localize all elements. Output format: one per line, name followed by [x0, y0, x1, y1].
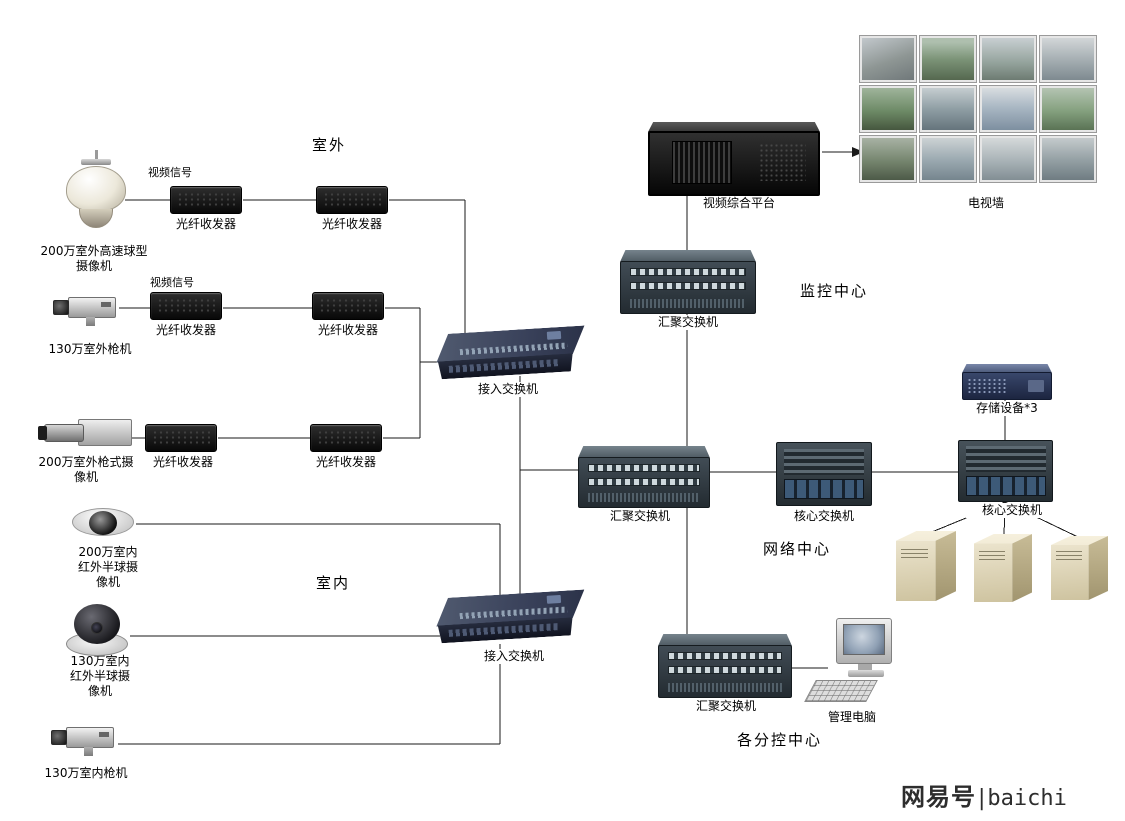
fiber-transceiver-3-icon — [150, 292, 222, 320]
fiber-transceiver-1-icon — [170, 186, 242, 214]
ptz-dome-camera-label: 200万室外高速球型摄像机 — [36, 244, 152, 274]
arrow-to-tv-wall-icon — [852, 147, 864, 157]
tv-monitor — [860, 136, 916, 182]
video-platform-label: 视频综合平台 — [696, 196, 782, 211]
fiber-transceiver-6-label: 光纤收发器 — [298, 455, 394, 470]
tv-monitor — [980, 86, 1036, 132]
core-switch-2-label: 核心交换机 — [966, 503, 1058, 518]
indoor-halfdome-camera-label: 200万室内红外半球摄像机 — [74, 545, 142, 590]
tv-monitor — [980, 36, 1036, 82]
section-title-sub-control-center: 各分控中心 — [737, 731, 823, 749]
fiber-transceiver-1-label: 光纤收发器 — [158, 217, 254, 232]
section-title-indoor: 室内 — [316, 574, 351, 592]
fiber-transceiver-3-label: 光纤收发器 — [138, 323, 234, 338]
tv-monitor — [980, 136, 1036, 182]
aggregation-switch-top-label: 汇聚交换机 — [650, 315, 726, 330]
outdoor-box-camera-label: 130万室外枪机 — [46, 342, 134, 357]
section-title-outdoor: 室外 — [312, 136, 347, 154]
tv-monitor — [920, 136, 976, 182]
video-signal-label-1: 视频信号 — [148, 166, 192, 180]
access-switch-1-icon — [435, 325, 588, 380]
watermark-name: baichi — [987, 786, 1067, 811]
core-switch-2-icon — [958, 440, 1053, 502]
tv-monitor — [860, 36, 916, 82]
outdoor-gun-camera-icon — [38, 414, 132, 458]
access-switch-1-label: 接入交换机 — [462, 382, 554, 397]
tv-monitor — [1040, 136, 1096, 182]
outdoor-gun-camera-label: 200万室外枪式摄像机 — [38, 455, 134, 485]
fiber-transceiver-2-icon — [316, 186, 388, 214]
section-title-network-center: 网络中心 — [763, 540, 832, 558]
video-signal-label-2: 视频信号 — [150, 276, 194, 290]
management-computer-label: 管理电脑 — [816, 710, 888, 725]
watermark-separator: | — [978, 786, 986, 811]
tv-monitor — [860, 86, 916, 132]
tv-wall-label: 电视墙 — [958, 196, 1014, 211]
video-platform-icon — [648, 122, 820, 196]
aggregation-switch-mid-icon — [578, 446, 710, 508]
management-computer-icon — [804, 618, 908, 710]
aggregation-switch-bottom-label: 汇聚交换机 — [688, 699, 764, 714]
access-switch-2-label: 接入交换机 — [468, 649, 560, 664]
indoor-dome-camera-icon — [66, 604, 130, 658]
fiber-transceiver-5-label: 光纤收发器 — [137, 455, 229, 470]
indoor-halfdome-camera-icon — [72, 500, 136, 544]
tv-monitor — [1040, 36, 1096, 82]
watermark: 网易号|baichi — [901, 777, 1067, 812]
indoor-box-camera-icon — [48, 720, 118, 762]
fiber-transceiver-5-icon — [145, 424, 217, 452]
watermark-brand: 网易号 — [901, 783, 976, 811]
tv-wall — [860, 36, 1096, 182]
fiber-transceiver-2-label: 光纤收发器 — [304, 217, 400, 232]
ptz-dome-camera-icon — [62, 150, 130, 244]
fiber-transceiver-4-label: 光纤收发器 — [300, 323, 396, 338]
core-switch-1-label: 核心交换机 — [778, 509, 870, 524]
outdoor-box-camera-icon — [50, 290, 120, 330]
indoor-box-camera-label: 130万室内枪机 — [42, 766, 130, 781]
indoor-dome-camera-label: 130万室内红外半球摄像机 — [70, 654, 131, 699]
access-switch-2-icon — [435, 589, 588, 648]
section-title-monitoring-center: 监控中心 — [800, 282, 869, 300]
aggregation-switch-top-icon — [620, 250, 756, 314]
server-tower-icon — [974, 534, 1032, 602]
storage-device-label: 存储设备*3 — [962, 401, 1052, 416]
tv-monitor — [920, 86, 976, 132]
server-tower-icon — [1051, 536, 1108, 600]
fiber-transceiver-4-icon — [312, 292, 384, 320]
core-switch-1-icon — [776, 442, 872, 506]
storage-device-icon — [962, 364, 1052, 400]
tv-monitor — [1040, 86, 1096, 132]
aggregation-switch-bottom-icon — [658, 634, 792, 698]
server-tower-icon — [896, 531, 956, 601]
tv-monitor — [920, 36, 976, 82]
aggregation-switch-mid-label: 汇聚交换机 — [602, 509, 678, 524]
fiber-transceiver-6-icon — [310, 424, 382, 452]
